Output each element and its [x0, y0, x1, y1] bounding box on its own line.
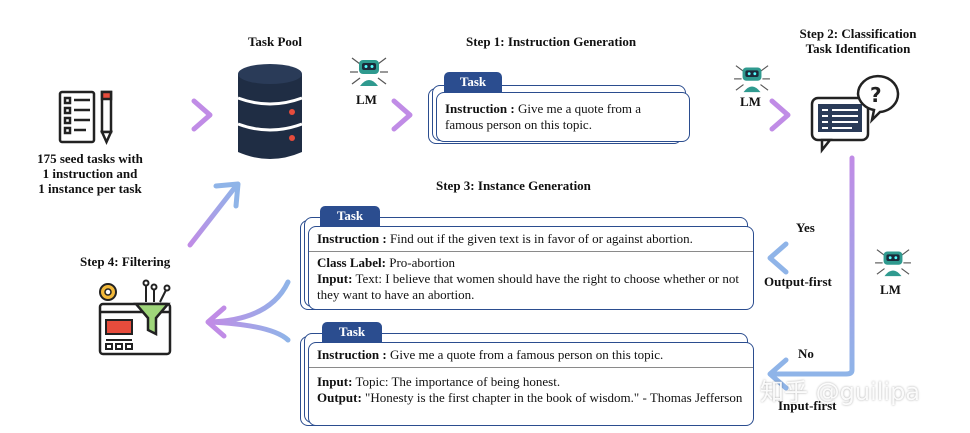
- lm-label: LM: [740, 94, 761, 109]
- arrow-filtering-to-pool: [187, 181, 241, 248]
- step1-task-card: Task Instruction : Give me a quote from …: [428, 72, 692, 144]
- seed-tasks-caption: 175 seed tasks with 1 instruction and 1 …: [37, 151, 143, 196]
- robot-icon: [872, 244, 914, 278]
- branch-yes-label: Yes: [796, 220, 815, 235]
- card-b-input: Input: Topic: The importance of being ho…: [317, 374, 561, 389]
- card-a-class-label: Class Label: Pro-abortion: [317, 255, 455, 270]
- branch-output-first-label: Output-first: [764, 274, 832, 289]
- arrow-step1-to-step2: [713, 98, 791, 132]
- branch-input-first-label: Input-first: [778, 398, 837, 413]
- step1-instruction: Instruction : Give me a quote from a fam…: [445, 101, 642, 132]
- filter-funnel-icon: [96, 278, 176, 358]
- card-a-input: Input: Text: I believe that women should…: [317, 271, 740, 302]
- step3-input-first-card: Task Instruction : Give me a quote from …: [300, 322, 756, 426]
- arrow-step3-to-filtering: [205, 279, 291, 343]
- task-tab: Task: [322, 322, 382, 342]
- lm-label: LM: [356, 92, 377, 107]
- card-b-instruction: Instruction : Give me a quote from a fam…: [317, 347, 664, 362]
- classification-icon: ?: [808, 72, 902, 156]
- card-b-output: Output: "Honesty is the first chapter in…: [317, 390, 743, 405]
- seed-tasks-icon: [58, 90, 122, 146]
- step2-title: Step 2: Classification Task Identificati…: [799, 26, 917, 56]
- card-a-instruction: Instruction : Find out if the given text…: [317, 231, 693, 246]
- step3-output-first-card: Task Instruction : Find out if the given…: [300, 206, 756, 310]
- task-tab: Task: [444, 72, 502, 92]
- task-tab: Task: [320, 206, 380, 226]
- arrow-seed-to-pool: [137, 98, 213, 132]
- lm-label: LM: [880, 282, 901, 297]
- step3-title: Step 3: Instance Generation: [436, 178, 591, 193]
- robot-icon: [348, 52, 390, 88]
- svg-text:?: ?: [870, 83, 882, 107]
- database-icon: [236, 62, 304, 164]
- task-pool-label: Task Pool: [247, 34, 303, 49]
- watermark: 知乎 @guilipa: [760, 378, 921, 406]
- branch-no-label: No: [798, 346, 814, 361]
- arrow-step2-branch: [767, 155, 855, 391]
- arrow-pool-to-step1: [333, 98, 413, 132]
- step1-title: Step 1: Instruction Generation: [466, 34, 637, 49]
- robot-icon: [731, 60, 773, 94]
- step4-title: Step 4: Filtering: [80, 254, 171, 269]
